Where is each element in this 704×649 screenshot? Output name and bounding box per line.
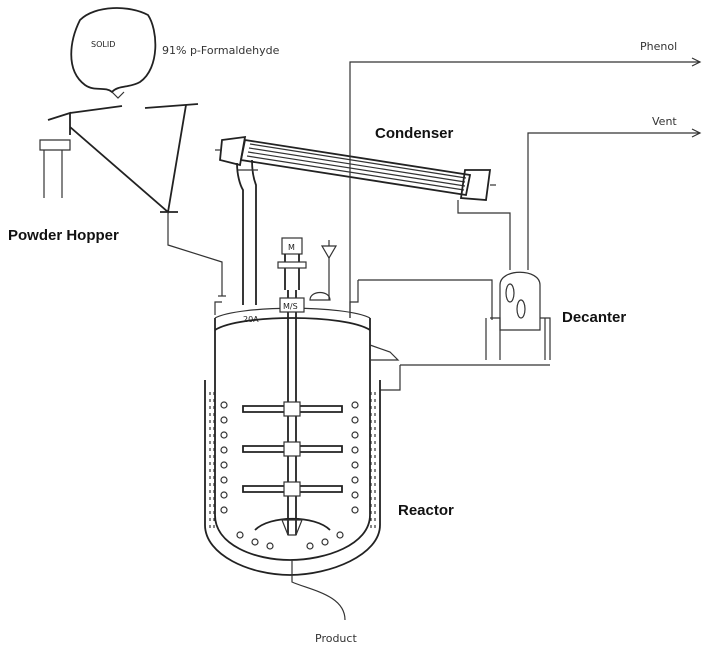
gearbox-label: M/S <box>283 302 298 311</box>
motor-label: M <box>288 243 295 252</box>
vent-line <box>527 132 700 270</box>
vapor-riser <box>236 159 258 305</box>
phenol-arrow <box>691 57 702 67</box>
reactor-vessel <box>204 280 400 576</box>
product-line <box>291 560 346 621</box>
instrument <box>320 240 338 300</box>
reactor-label: Reactor <box>398 502 454 519</box>
decanter-label: Decanter <box>562 309 626 326</box>
phenol-label: Phenol <box>640 40 677 53</box>
solid-label: SOLID <box>91 40 115 49</box>
solid-feed-sack <box>70 7 157 99</box>
feed-label: 91% p-Formaldehyde <box>162 44 280 57</box>
vent-arrow <box>691 128 702 138</box>
motor <box>277 237 307 313</box>
decanter <box>358 271 551 391</box>
condenser-label: Condenser <box>375 125 454 142</box>
jacket-coils <box>209 392 376 550</box>
agitator <box>242 290 343 536</box>
phenol-line <box>349 61 700 318</box>
powder-hopper <box>39 103 226 297</box>
powder-hopper-label: Powder Hopper <box>8 227 119 244</box>
condenser <box>215 135 511 270</box>
nozzle-label: 20A <box>243 315 259 324</box>
product-label: Product <box>315 632 357 645</box>
vent-label: Vent <box>652 115 677 128</box>
